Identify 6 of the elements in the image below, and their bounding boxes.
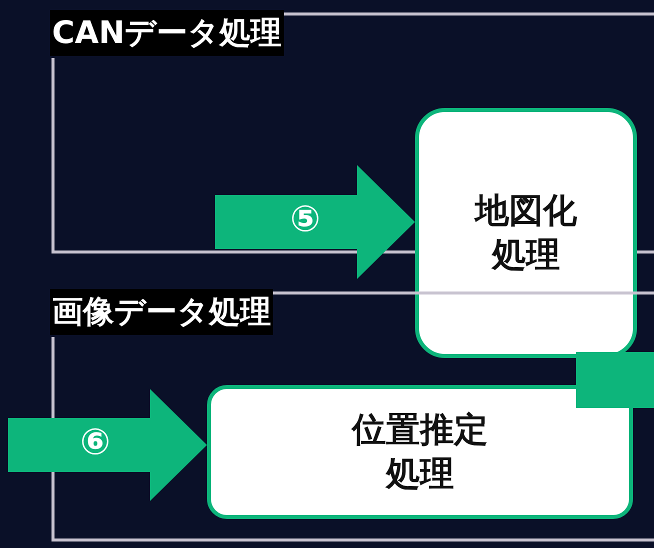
block-arrow [215, 165, 415, 279]
block-arrow [8, 389, 207, 501]
group-heading: 画像データ処理 [50, 289, 273, 335]
group-heading: CANデータ処理 [50, 10, 284, 56]
process-box: 地図化処理 [415, 108, 637, 358]
process-box: 位置推定処理 [207, 385, 633, 519]
